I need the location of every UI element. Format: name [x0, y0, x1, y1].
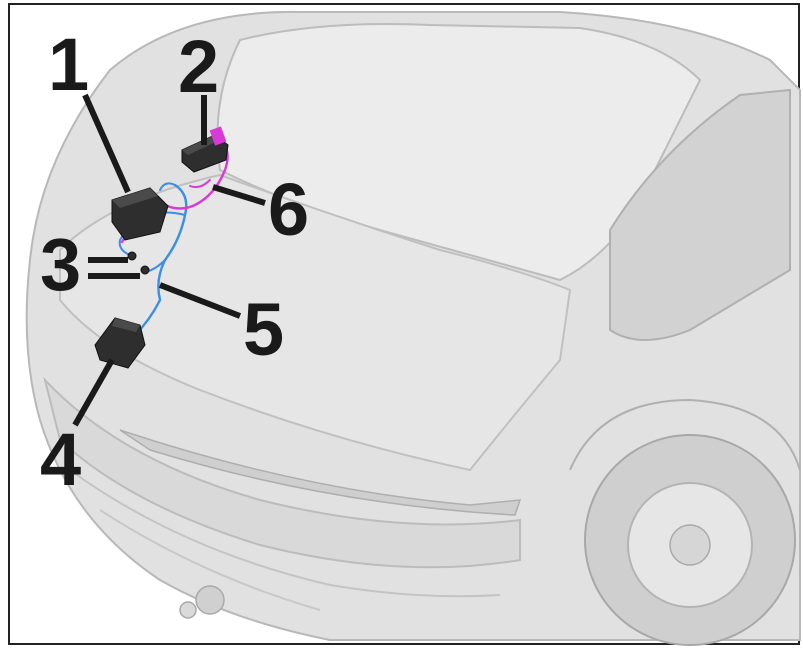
car-lower-bumper-line [69, 469, 501, 598]
callout-4: 4 [40, 418, 81, 501]
leader-line-6 [212, 184, 266, 206]
components [94, 126, 229, 369]
leader-line-5 [158, 282, 242, 319]
car-lower-bumper-line-2 [99, 509, 321, 611]
callout-3: 3 [40, 223, 81, 306]
car-tow-hook-ball [179, 601, 197, 619]
car-body [25, 10, 801, 646]
callout-5: 5 [243, 288, 284, 371]
callout-6: 6 [268, 168, 309, 251]
leader-line-1 [82, 93, 131, 194]
leader-lines [72, 93, 266, 427]
car-rear-hub [669, 524, 711, 566]
component-1-control-unit [111, 187, 169, 241]
leader-line-4 [72, 358, 115, 427]
component-3-sensors [127, 251, 150, 275]
car-wheel-arch [569, 398, 801, 471]
car-taillight-strip [119, 429, 522, 516]
callout-2: 2 [178, 25, 219, 108]
callout-numbers: 1 2 3 4 5 6 [40, 23, 309, 501]
car-trunk-lid [59, 173, 572, 472]
car-rear-bumper [43, 376, 521, 569]
wire-blue-branch-3 [159, 182, 176, 191]
callout-1: 1 [48, 23, 89, 106]
component-4-lower-unit [94, 317, 146, 369]
car-side-window [609, 88, 791, 341]
wire-magenta-branch [189, 179, 211, 189]
car-tow-hook [195, 585, 225, 615]
